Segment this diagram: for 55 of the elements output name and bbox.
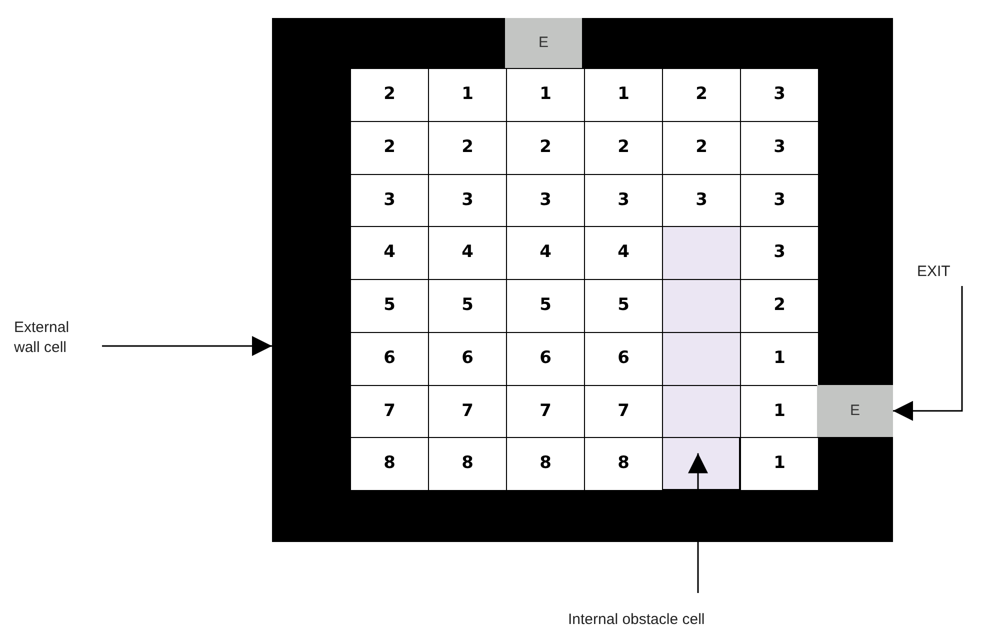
cell-number: 3	[462, 188, 474, 212]
cell-number: 2	[696, 136, 708, 159]
cell-number: 2	[696, 83, 708, 106]
cell-number: 3	[540, 188, 552, 212]
cell-number: 2	[462, 136, 474, 159]
cell-number: 1	[540, 83, 552, 106]
cell-number: 8	[462, 452, 474, 476]
cell-number: 6	[618, 346, 630, 370]
callout-label: External wall cell	[14, 318, 102, 362]
callout-label: EXIT	[917, 262, 967, 286]
cell-number: 5	[384, 294, 396, 318]
cell-number: 1	[618, 83, 630, 106]
cell-number: 8	[540, 452, 552, 476]
cell-number: 3	[774, 136, 786, 159]
cell-number: 3	[696, 188, 708, 212]
cell-number: 1	[462, 83, 474, 106]
cell-number: 2	[384, 83, 396, 106]
cell-number: 2	[774, 294, 786, 318]
arrow	[688, 453, 708, 593]
cell-number: 6	[462, 346, 474, 370]
cell-number: 4	[462, 241, 474, 264]
cell-number: 7	[618, 400, 630, 423]
cell-number: 5	[618, 294, 630, 318]
cell-number: 2	[540, 136, 552, 159]
cell-number: 7	[540, 400, 552, 423]
exit-letter: E	[538, 32, 548, 53]
callout-label: Internal obstacle cell	[568, 593, 828, 633]
cell-number: 5	[462, 294, 474, 318]
cell-number: 1	[774, 346, 786, 370]
cell-number: 3	[774, 241, 786, 264]
cell-number: 4	[618, 241, 630, 264]
cell-number: 3	[618, 188, 630, 212]
cell-number: 8	[384, 452, 396, 476]
cell-number: 8	[618, 452, 630, 476]
cell-number: 3	[384, 188, 396, 212]
arrow	[102, 336, 272, 356]
cell-number: 4	[384, 241, 396, 264]
cell-number: 6	[384, 346, 396, 370]
cell-number: 2	[384, 136, 396, 159]
cell-number: 7	[462, 400, 474, 423]
exit-cell	[817, 384, 893, 438]
obstacle-cell	[662, 437, 740, 490]
cell-number: 2	[618, 136, 630, 159]
cell-number: 4	[540, 241, 552, 264]
cell-number: 5	[540, 294, 552, 318]
exit-letter: E	[850, 400, 860, 421]
cell-number: 3	[774, 83, 786, 106]
wall-frame	[272, 18, 893, 542]
cell-number: 1	[774, 400, 786, 423]
cell-number: 6	[540, 346, 552, 370]
cell-number: 1	[774, 452, 786, 476]
exit-cell	[505, 18, 582, 68]
cell-number: 3	[774, 188, 786, 212]
cell-number: 7	[384, 400, 396, 423]
arrow	[893, 286, 963, 421]
